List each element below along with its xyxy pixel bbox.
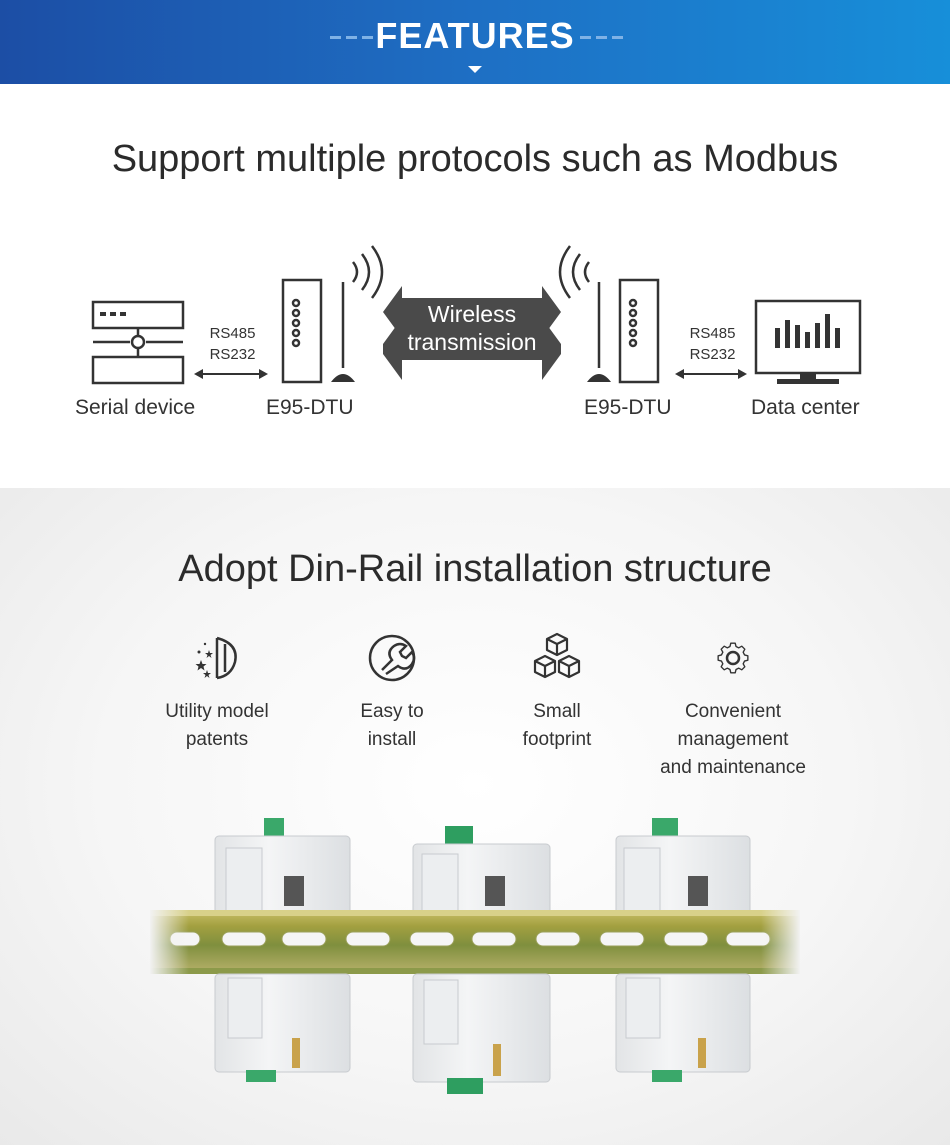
left-antenna-icon <box>341 245 384 368</box>
device-3-bottom <box>615 973 751 1082</box>
wireless-arrow <box>383 286 561 380</box>
patent-icon <box>195 636 237 680</box>
right-dtu-icon <box>618 278 660 384</box>
din-rail <box>150 910 800 974</box>
right-link-arrow <box>675 369 747 379</box>
feature-easy-install: Easy to install <box>292 630 492 754</box>
left-dtu-icon <box>281 278 323 384</box>
banner-caret-icon <box>468 66 482 73</box>
feature-2-line2: install <box>367 729 417 750</box>
feature-4-line2: management <box>677 729 789 750</box>
cubes-icon <box>533 632 581 679</box>
feature-4-line1: Convenient <box>684 701 782 722</box>
right-antenna-icon <box>558 245 601 368</box>
serial-device-icon <box>91 300 185 385</box>
diagram-graphics <box>91 245 862 385</box>
din-rail-section: Adopt Din-Rail installation structure Ut… <box>0 488 950 1145</box>
banner-dashes-right <box>580 36 628 39</box>
feature-1-line2: patents <box>185 729 249 750</box>
banner-title: FEATURES <box>375 15 575 56</box>
feature-utility-patents: Utility model patents <box>117 630 317 754</box>
data-center-label: Data center <box>751 396 860 419</box>
left-dtu-label: E95-DTU <box>266 396 354 419</box>
bar-chart-icon <box>775 314 840 348</box>
feature-2-line1: Easy to <box>360 701 424 722</box>
wireless-line2: transmission <box>407 329 537 355</box>
wrench-icon <box>368 634 416 682</box>
gear-icon <box>717 642 749 674</box>
left-protocol-labels: RS485 RS232 <box>205 323 260 365</box>
din-rail-heading: Adopt Din-Rail installation structure <box>178 548 772 590</box>
feature-easy-install-text: Easy to install <box>292 698 492 754</box>
feature-convenient-management: Convenient management and maintenance <box>633 630 833 782</box>
feature-small-footprint: Small footprint <box>457 630 657 754</box>
din-rail-product-photo <box>0 818 950 1138</box>
left-rs485-label: RS485 <box>209 325 256 342</box>
left-antenna-base <box>331 374 355 382</box>
transmission-diagram: RS485 RS232 RS485 RS232 Wireless transmi… <box>0 240 950 440</box>
right-dtu-label: E95-DTU <box>584 396 672 419</box>
protocols-heading: Support multiple protocols such as Modbu… <box>111 138 839 180</box>
right-rs232-label: RS232 <box>689 346 736 363</box>
wireless-label: Wireless transmission <box>392 300 552 356</box>
din-rail-illustration <box>150 818 800 1094</box>
device-2-bottom <box>412 973 551 1094</box>
feature-convenient-management-text: Convenient management and maintenance <box>633 698 833 782</box>
banner-dashes-left <box>330 36 378 39</box>
features-banner: FEATURES <box>0 0 950 84</box>
feature-3-line2: footprint <box>522 729 592 750</box>
right-antenna-base <box>587 374 611 382</box>
feature-utility-patents-text: Utility model patents <box>117 698 317 754</box>
device-1-bottom <box>214 973 351 1082</box>
feature-4-line3: and maintenance <box>660 757 806 778</box>
left-link-arrow <box>194 369 268 379</box>
right-protocol-labels: RS485 RS232 <box>685 323 740 365</box>
serial-device-label: Serial device <box>75 396 196 419</box>
feature-1-line1: Utility model <box>165 701 269 722</box>
feature-small-footprint-text: Small footprint <box>457 698 657 754</box>
right-rs485-label: RS485 <box>689 325 736 342</box>
left-rs232-label: RS232 <box>209 346 256 363</box>
wireless-line1: Wireless <box>427 301 517 327</box>
feature-3-line1: Small <box>533 701 581 722</box>
